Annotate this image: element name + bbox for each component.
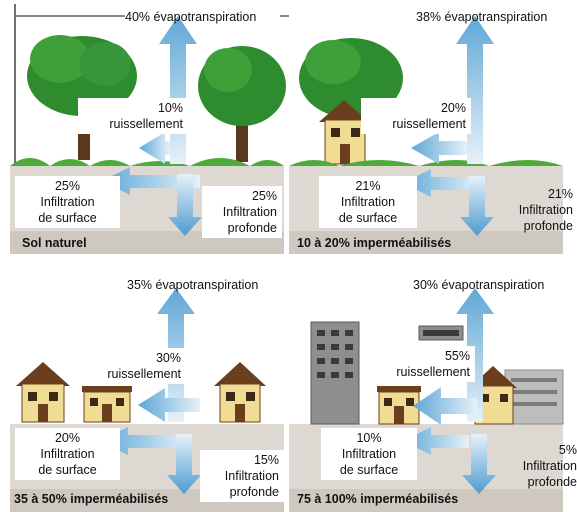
grass — [289, 160, 563, 166]
deep-infiltration-line2: profonde — [523, 219, 573, 233]
deep-infiltration-line1: Infiltration — [518, 203, 573, 217]
panel-caption: 10 à 20% imperméabilisés — [297, 236, 452, 250]
shallow-infiltration-line1: Infiltration — [340, 195, 396, 209]
grass — [10, 158, 284, 166]
runoff-percent: 20% — [440, 101, 466, 115]
runoff-label: 30% ruissellement — [76, 348, 186, 384]
shallow-infiltration-arrow — [403, 427, 469, 455]
house-center — [377, 386, 421, 425]
deep-infiltration-line1: Infiltration — [224, 469, 279, 483]
shallow-infiltration-label: 25% Infiltration de surface — [15, 176, 120, 228]
shallow-infiltration-percent: 25% — [54, 179, 81, 193]
deep-infiltration-line2: profonde — [527, 475, 577, 489]
deep-infiltration-percent: 25% — [251, 189, 277, 203]
diagram: 40% évapotranspiration 10% ruissellement… — [10, 4, 577, 512]
shallow-infiltration-percent: 20% — [54, 431, 81, 445]
deep-infiltration-arrow — [168, 174, 202, 236]
runoff-text: ruissellement — [109, 117, 183, 131]
runoff-arrow — [413, 387, 477, 425]
deep-infiltration-arrow — [462, 434, 496, 494]
house-right — [214, 362, 266, 423]
deep-infiltration-line1: Infiltration — [222, 205, 277, 219]
deep-infiltration-line1: Infiltration — [522, 459, 577, 473]
runoff-percent: 30% — [155, 351, 181, 365]
panel-75-100-impervious: 30% évapotranspiration 55% ruissellement… — [289, 262, 577, 512]
panel-caption: 75 à 100% imperméabilisés — [297, 492, 459, 506]
deep-soil-layer — [289, 489, 563, 512]
runoff-text: ruissellement — [392, 117, 466, 131]
house-middle — [82, 386, 132, 423]
shallow-infiltration-percent: 21% — [355, 179, 381, 193]
panel-caption: 35 à 50% imperméabilisés — [14, 492, 169, 506]
shallow-infiltration-line2: de surface — [338, 211, 398, 225]
deep-infiltration-arrow — [460, 176, 494, 236]
deep-infiltration-label: 5% Infiltration profonde — [497, 442, 577, 490]
deep-infiltration-percent: 21% — [547, 187, 573, 201]
shallow-infiltration-line1: Infiltration — [40, 447, 95, 461]
panel-natural-soil: 40% évapotranspiration 10% ruissellement… — [10, 4, 350, 254]
shallow-infiltration-arrow — [403, 169, 479, 197]
shallow-infiltration-arrow — [102, 167, 200, 195]
evapotranspiration-arrow — [456, 16, 494, 164]
shallow-infiltration-line1: Infiltration — [40, 195, 95, 209]
shallow-infiltration-label: 20% Infiltration de surface — [15, 428, 120, 480]
runoff-label: 20% ruissellement — [361, 98, 471, 134]
shallow-infiltration-line2: de surface — [38, 463, 97, 477]
deep-infiltration-label: 21% Infiltration profonde — [495, 186, 573, 234]
deep-infiltration-line2: profonde — [229, 485, 279, 499]
runoff-label: 10% ruissellement — [78, 98, 188, 134]
tree-left — [27, 35, 137, 160]
runoff-percent: 55% — [444, 349, 470, 363]
right-building — [504, 369, 564, 425]
deep-infiltration-percent: 15% — [253, 453, 279, 467]
runoff-text: ruissellement — [396, 365, 470, 379]
evapotranspiration-label: 30% évapotranspiration — [413, 278, 545, 292]
panel-10-20-impervious: 38% évapotranspiration 20% ruissellement… — [289, 4, 573, 254]
panel-35-50-impervious: 35% évapotranspiration 30% ruissellement… — [10, 262, 284, 512]
evapotranspiration-label: 35% évapotranspiration — [127, 278, 259, 292]
evapotranspiration-arrow — [456, 288, 494, 422]
house — [319, 100, 369, 165]
panel-caption: Sol naturel — [22, 236, 87, 250]
evapotranspiration-arrow — [159, 16, 197, 164]
shallow-infiltration-label: 21% Infiltration de surface — [319, 176, 417, 228]
shallow-infiltration-line1: Infiltration — [341, 447, 397, 461]
deep-infiltration-label: 15% Infiltration profonde — [200, 450, 284, 502]
shallow-infiltration-percent: 10% — [356, 431, 382, 445]
deep-infiltration-line2: profonde — [227, 221, 277, 235]
evapotranspiration-label: 38% évapotranspiration — [416, 10, 548, 24]
shallow-infiltration-line2: de surface — [38, 211, 97, 225]
deep-infiltration-label: 25% Infiltration profonde — [202, 186, 282, 238]
deep-infiltration-arrow — [167, 434, 201, 494]
evapotranspiration-label: 40% évapotranspiration — [125, 10, 257, 24]
tree-right — [198, 46, 286, 162]
shallow-infiltration-arrow — [100, 427, 190, 455]
small-building — [418, 325, 464, 341]
runoff-arrow — [139, 132, 170, 164]
tall-building — [310, 321, 360, 425]
deep-infiltration-percent: 5% — [558, 443, 577, 457]
shallow-infiltration-label: 10% Infiltration de surface — [321, 428, 417, 480]
deep-soil-layer — [289, 231, 563, 254]
runoff-percent: 10% — [157, 101, 183, 115]
runoff-text: ruissellement — [107, 367, 181, 381]
house-left — [16, 362, 70, 423]
runoff-label: 55% ruissellement — [369, 346, 475, 382]
shallow-infiltration-line2: de surface — [339, 463, 399, 477]
runoff-arrow — [411, 132, 467, 164]
runoff-arrow — [138, 388, 200, 422]
